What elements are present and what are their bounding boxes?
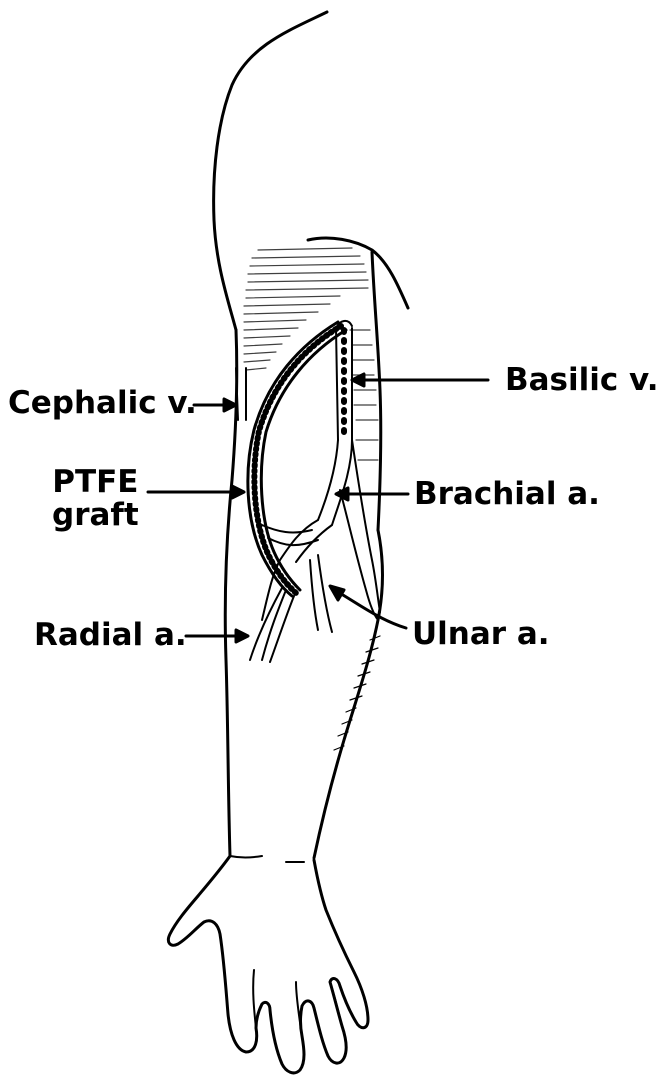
label-ptfe-line2: graft <box>52 499 139 532</box>
arrowhead-cephalic <box>224 399 236 411</box>
finger-line-1 <box>253 970 256 1028</box>
brachial-artery-left <box>318 440 338 520</box>
brachial-vein-right-2 <box>340 490 378 620</box>
label-radial-artery: Radial a. <box>34 620 187 651</box>
wrist-crease <box>230 856 262 858</box>
arrowhead-radial <box>236 630 248 642</box>
brachial-vein-right <box>352 440 380 612</box>
incision-hatching <box>244 248 378 460</box>
label-brachial-artery: Brachial a. <box>414 479 600 510</box>
basilic-vein-left-edge <box>336 328 338 440</box>
ulnar-artery-2 <box>318 555 332 632</box>
label-ptfe-line1: PTFE <box>52 466 139 499</box>
arm-outline-upper-right <box>372 252 381 530</box>
label-ptfe-graft: PTFE graft <box>52 466 139 531</box>
brachial-artery-right <box>332 440 352 525</box>
label-ulnar-artery: Ulnar a. <box>412 619 550 650</box>
label-cephalic-vein: Cephalic v. <box>8 388 197 419</box>
ulnar-artery-1 <box>310 560 318 630</box>
arrowhead-brachial <box>336 488 348 500</box>
arrowhead-basilic <box>352 374 364 386</box>
hand-outline <box>168 856 368 1073</box>
label-basilic-vein: Basilic v. <box>505 365 656 396</box>
arm-outline-forearm-right <box>314 530 383 858</box>
arrowhead-ulnar <box>330 586 344 600</box>
arm-outline-upper-left <box>214 12 327 330</box>
ptfe-graft-ribs <box>254 326 341 593</box>
arrowhead-ptfe <box>232 486 244 498</box>
